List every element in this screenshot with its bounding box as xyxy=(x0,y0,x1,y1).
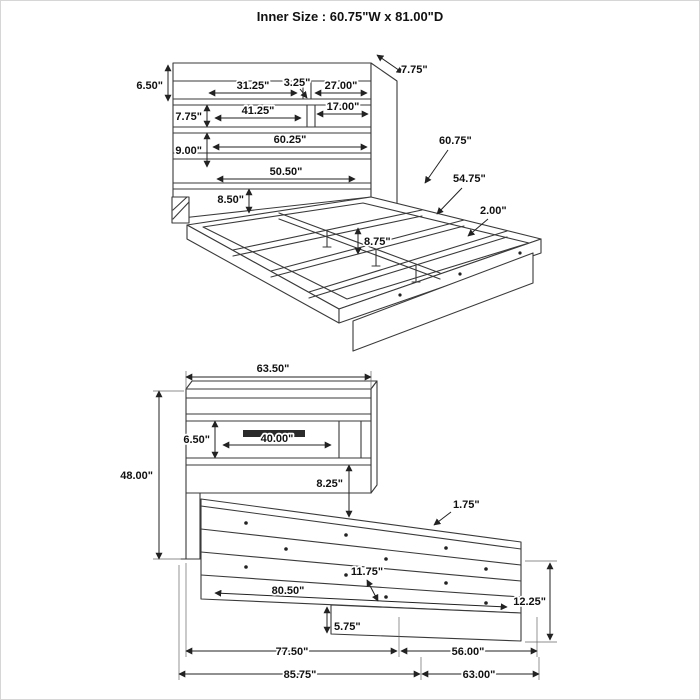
dim-mid-shelf-right: 17.00" xyxy=(327,101,360,113)
dim-shelf-opening-height: 6.50" xyxy=(183,434,210,446)
dim-lower-panel-height: 9.00" xyxy=(175,145,202,157)
page-title: Inner Size : 60.75"W x 81.00"D xyxy=(256,9,444,24)
dim-overall-length: 85.75" xyxy=(284,669,317,681)
dim-foot-height: 12.25" xyxy=(513,596,546,608)
dim-inner-width-top: 60.25" xyxy=(274,134,307,146)
side-headboard-outline xyxy=(180,380,378,560)
dim-inner-width: 60.75" xyxy=(439,135,472,147)
dim-foot-span: 56.00" xyxy=(452,646,485,658)
dim-top-shelf-right: 27.00" xyxy=(325,80,358,92)
dim-center-rail-height: 8.75" xyxy=(364,236,391,248)
shelf-light-bar xyxy=(243,430,305,437)
side-view-dimension-labels: 63.50" 48.00" 6.50" 40.00" 8.25" 1.75" 8… xyxy=(119,361,548,683)
dim-headboard-height: 48.00" xyxy=(120,470,153,482)
dim-platform-span: 63.00" xyxy=(463,669,496,681)
side-view-dimension-lines xyxy=(153,371,557,680)
dim-inner-length-partial: 54.75" xyxy=(453,173,486,185)
dim-headboard-depth: 7.75" xyxy=(401,64,428,76)
dim-rail-lip: 1.75" xyxy=(453,499,480,511)
dim-headboard-to-deck: 8.25" xyxy=(316,478,343,490)
dim-top-shelf-left: 31.25" xyxy=(237,80,270,92)
dim-divider-width: 3.25" xyxy=(284,77,311,89)
dim-headboard-width: 63.50" xyxy=(257,363,290,375)
dim-shelf-opening-width: 40.00" xyxy=(261,433,294,445)
dim-rail-thickness: 2.00" xyxy=(480,205,507,217)
dim-deck-span: 77.50" xyxy=(276,646,309,658)
dim-mid-shelf-height: 7.75" xyxy=(175,111,202,123)
dim-mid-shelf-left: 41.25" xyxy=(242,105,275,117)
top-view-dimension-lines xyxy=(164,54,489,255)
top-view-dimension-labels: 6.50" 31.25" 3.25" 27.00" 7.75" 41.25" 1… xyxy=(135,62,509,250)
side-platform-outline xyxy=(200,498,522,642)
dim-deck-length: 80.50" xyxy=(272,585,305,597)
dim-side-rail-height: 8.50" xyxy=(217,194,244,206)
dim-shelf-side-height: 6.50" xyxy=(136,80,163,92)
top-view: 6.50" 31.25" 3.25" 27.00" 7.75" 41.25" 1… xyxy=(135,54,542,352)
side-view: 63.50" 48.00" 6.50" 40.00" 8.25" 1.75" 8… xyxy=(119,361,557,683)
dim-base-height: 5.75" xyxy=(334,621,361,633)
bed-frame-outline xyxy=(186,196,542,352)
dim-plank-width: 11.75" xyxy=(351,566,383,578)
dim-slat-width: 50.50" xyxy=(270,166,303,178)
